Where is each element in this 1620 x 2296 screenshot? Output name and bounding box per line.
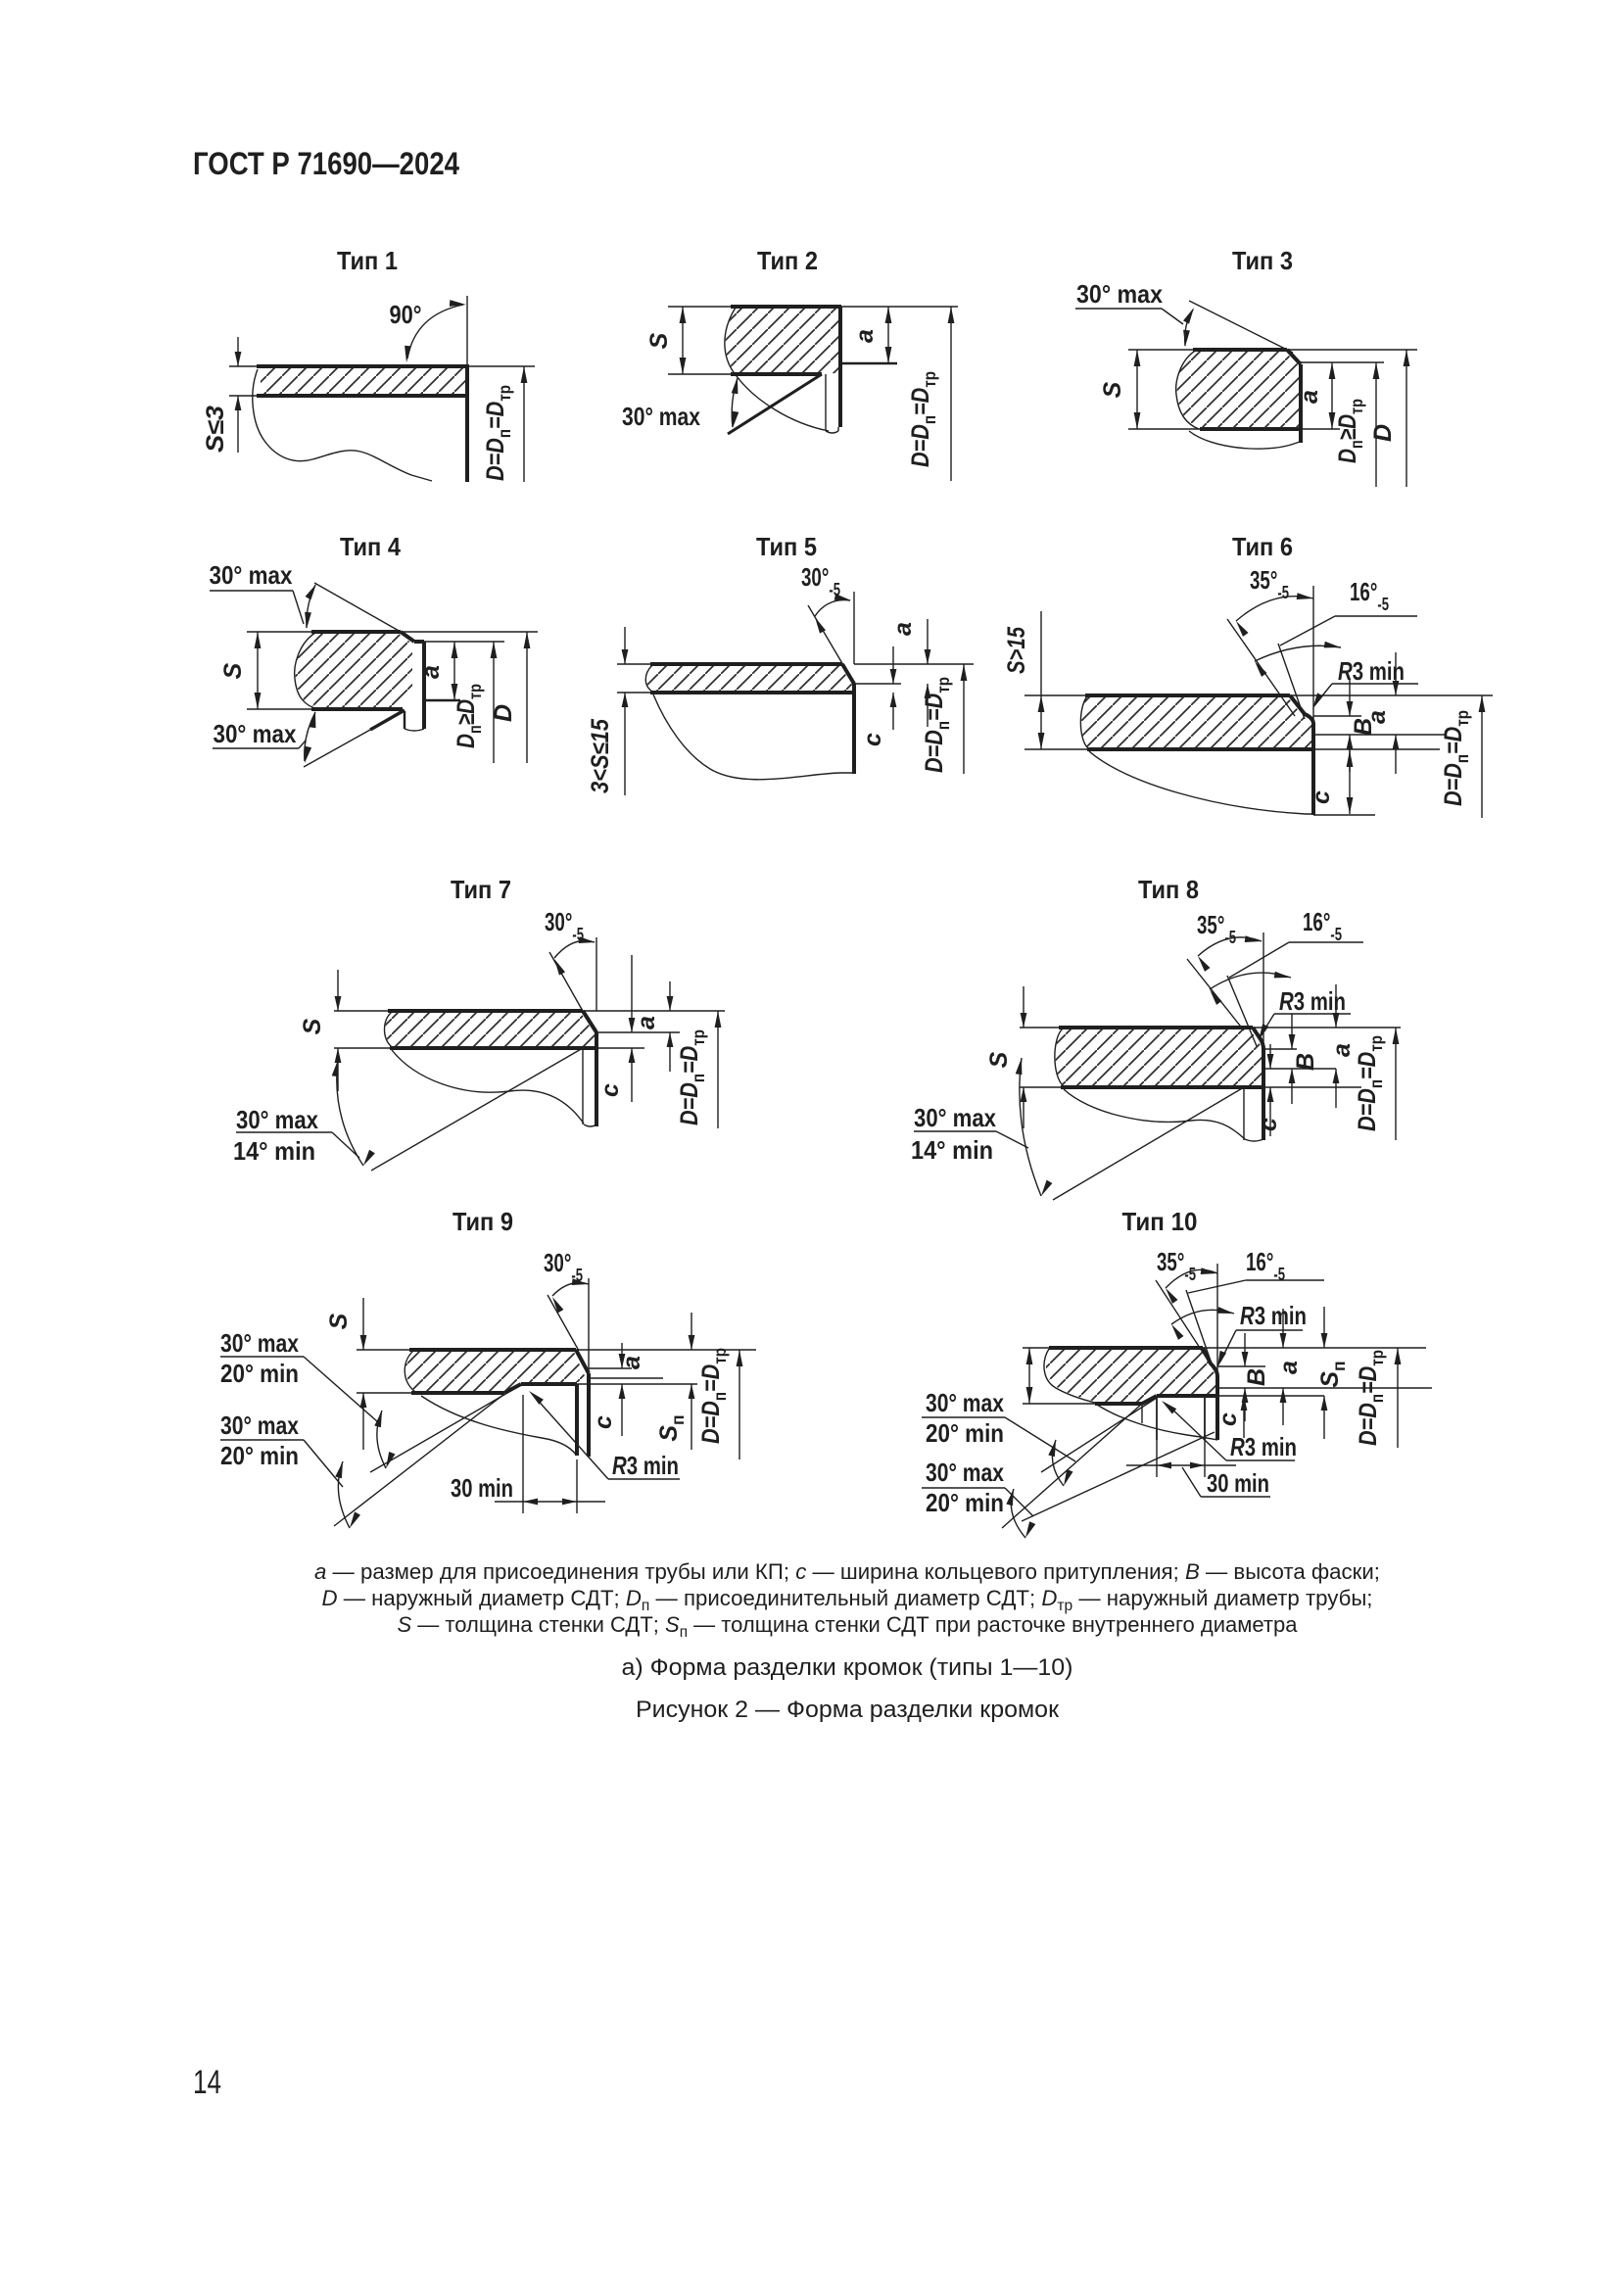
svg-text:Тип 2: Тип 2 (757, 246, 818, 275)
svg-text:a: a (618, 1356, 645, 1369)
svg-text:30 min: 30 min (1207, 1468, 1269, 1498)
svg-text:a: a (1296, 390, 1323, 404)
svg-text:D: D (490, 704, 517, 722)
svg-text:14: 14 (193, 2064, 221, 2101)
svg-text:30° max: 30° max (1076, 279, 1163, 309)
svg-text:Тип 7: Тип 7 (451, 875, 511, 904)
svg-text:S≤3: S≤3 (202, 406, 229, 453)
svg-text:30° max: 30° max (220, 1411, 299, 1440)
svg-text:20° min: 20° min (926, 1488, 1004, 1517)
svg-text:a: a (889, 622, 917, 636)
svg-text:Тип 8: Тип 8 (1138, 875, 1199, 904)
svg-text:Тип 6: Тип 6 (1232, 532, 1293, 561)
svg-text:30° max: 30° max (214, 719, 297, 748)
svg-text:a — размер для присоединения т: a — размер для присоединения трубы или К… (314, 1559, 1380, 1584)
svg-text:S: S (1099, 381, 1126, 398)
svg-text:S: S (325, 1313, 353, 1329)
svg-text:Тип 3: Тип 3 (1232, 246, 1293, 275)
svg-text:S — толщина стенки СДТ; Sп​ —: S — толщина стенки СДТ; Sп​ — толщина ст… (398, 1612, 1299, 1641)
svg-text:14° min: 14° min (233, 1136, 315, 1166)
svg-text:a: a (633, 1016, 660, 1029)
svg-text:R3 min: R3 min (1240, 1301, 1307, 1330)
svg-text:Тип 9: Тип 9 (453, 1207, 513, 1236)
svg-text:S: S (299, 1018, 326, 1034)
svg-text:c: c (1215, 1412, 1242, 1426)
svg-text:S: S (645, 332, 673, 349)
svg-text:c: c (859, 733, 886, 746)
svg-text:14° min: 14° min (911, 1135, 993, 1165)
svg-text:30° max: 30° max (926, 1458, 1004, 1487)
svg-text:ГОСТ Р 71690—2024: ГОСТ Р 71690—2024 (193, 146, 459, 181)
svg-text:c: c (1308, 790, 1335, 804)
svg-text:Тип 5: Тип 5 (756, 532, 817, 561)
svg-text:30 min: 30 min (451, 1473, 513, 1503)
svg-text:B: B (1243, 1368, 1270, 1386)
svg-text:30° max: 30° max (236, 1105, 318, 1134)
svg-text:a: a (851, 329, 879, 343)
svg-text:D — наружный диаметр СДТ; Dп​: D — наружный диаметр СДТ; Dп​ — присоеди… (322, 1586, 1373, 1614)
svg-text:a: a (417, 665, 445, 679)
svg-text:c: c (590, 1415, 617, 1429)
svg-text:Тип 10: Тип 10 (1122, 1207, 1198, 1236)
svg-text:20° min: 20° min (926, 1418, 1004, 1448)
svg-text:S: S (985, 1051, 1013, 1068)
svg-text:D: D (1369, 424, 1397, 442)
svg-text:S: S (219, 662, 247, 679)
svg-text:30° max: 30° max (914, 1103, 996, 1132)
svg-text:R3 min: R3 min (1279, 986, 1346, 1016)
svg-text:30° max: 30° max (622, 402, 700, 431)
svg-text:3<S≤15: 3<S≤15 (587, 718, 614, 793)
svg-text:Тип 1: Тип 1 (337, 246, 398, 275)
svg-text:30° max: 30° max (926, 1388, 1004, 1417)
svg-text:R3 min: R3 min (612, 1451, 679, 1480)
svg-text:Тип 4: Тип 4 (340, 532, 401, 561)
svg-text:B: B (1350, 718, 1377, 736)
svg-text:B: B (1292, 1053, 1319, 1071)
svg-text:20° min: 20° min (220, 1359, 299, 1388)
svg-text:S>15: S>15 (1003, 626, 1030, 674)
svg-text:30° max: 30° max (210, 560, 293, 590)
svg-text:а) Форма разделки кромок (типы: а) Форма разделки кромок (типы 1—10) (622, 1654, 1073, 1681)
svg-text:a: a (1363, 710, 1391, 724)
svg-text:c: c (596, 1083, 624, 1097)
svg-text:c: c (1255, 1118, 1282, 1131)
svg-text:90°: 90° (390, 300, 422, 329)
svg-text:a: a (1275, 1361, 1303, 1374)
svg-text:30° max: 30° max (220, 1328, 299, 1358)
svg-text:20° min: 20° min (220, 1441, 299, 1470)
svg-text:R3 min: R3 min (1230, 1432, 1297, 1461)
svg-text:Рисунок 2 — Форма разделки кро: Рисунок 2 — Форма разделки кромок (636, 1697, 1060, 1723)
svg-text:a: a (1328, 1043, 1356, 1057)
